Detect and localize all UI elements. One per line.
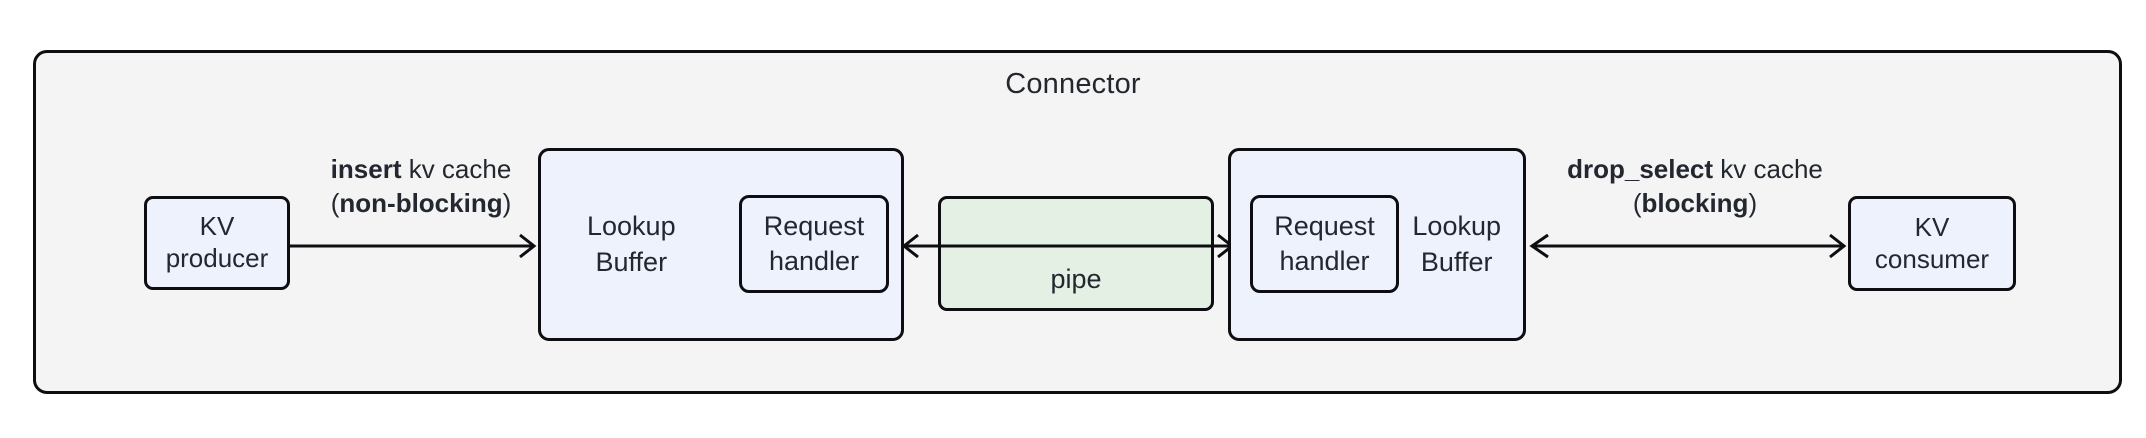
pipe-label: pipe bbox=[1050, 264, 1102, 295]
kv-consumer-node: KV consumer bbox=[1848, 196, 2016, 291]
edge-label-insert-op: insert bbox=[330, 154, 402, 184]
kv-producer-label-line2: producer bbox=[165, 243, 269, 273]
lookup-buffer-right-label: Lookup Buffer bbox=[1412, 209, 1501, 279]
edge-label-insert-paren-open: ( bbox=[330, 188, 340, 219]
kv-consumer-label-line2: consumer bbox=[1874, 243, 1990, 274]
edge-label-drop-select-mode: blocking bbox=[1641, 188, 1749, 219]
lookup-buffer-left-label-line2: Buffer bbox=[595, 246, 668, 277]
edge-label-drop-select: drop_select kv cache (blocking) bbox=[1530, 152, 1860, 221]
request-handler-right-label-line2: handler bbox=[1279, 246, 1370, 276]
lookup-buffer-right-label-line2: Buffer bbox=[1420, 246, 1493, 277]
kv-consumer-label-line1: KV bbox=[1914, 211, 1950, 242]
request-handler-left-label-line1: Request bbox=[763, 210, 865, 241]
request-handler-right-node: Request handler bbox=[1250, 195, 1399, 293]
request-handler-left-label-line2: handler bbox=[768, 246, 860, 276]
kv-producer-node: KV producer bbox=[144, 196, 290, 290]
edge-label-insert-line2: (non-blocking) bbox=[276, 186, 566, 220]
edge-label-drop-select-line2: (blocking) bbox=[1530, 186, 1860, 220]
edge-label-insert-mode: non-blocking bbox=[339, 188, 503, 219]
lookup-buffer-right-label-line1: Lookup bbox=[1412, 211, 1501, 242]
edge-label-insert-paren-close: ) bbox=[502, 188, 512, 219]
edge-label-drop-select-paren-open: ( bbox=[1632, 188, 1642, 219]
edge-label-drop-select-suffix: kv cache bbox=[1713, 154, 1823, 184]
edge-label-insert-suffix: kv cache bbox=[401, 154, 512, 184]
edge-label-drop-select-paren-close: ) bbox=[1748, 188, 1758, 219]
edge-label-drop-select-line1: drop_select kv cache bbox=[1530, 152, 1860, 186]
lookup-buffer-left-label-line1: Lookup bbox=[587, 211, 676, 242]
edge-label-insert-line1: insert kv cache bbox=[276, 152, 566, 186]
connector-title: Connector bbox=[1005, 68, 1141, 100]
edge-label-insert: insert kv cache (non-blocking) bbox=[276, 152, 566, 221]
pipe-node: pipe bbox=[938, 196, 1214, 311]
kv-producer-label-line1: KV bbox=[199, 211, 235, 242]
request-handler-left-node: Request handler bbox=[739, 195, 889, 293]
edge-label-drop-select-op: drop_select bbox=[1567, 154, 1714, 184]
lookup-buffer-left-label: Lookup Buffer bbox=[587, 209, 676, 279]
request-handler-right-label-line1: Request bbox=[1274, 210, 1375, 241]
